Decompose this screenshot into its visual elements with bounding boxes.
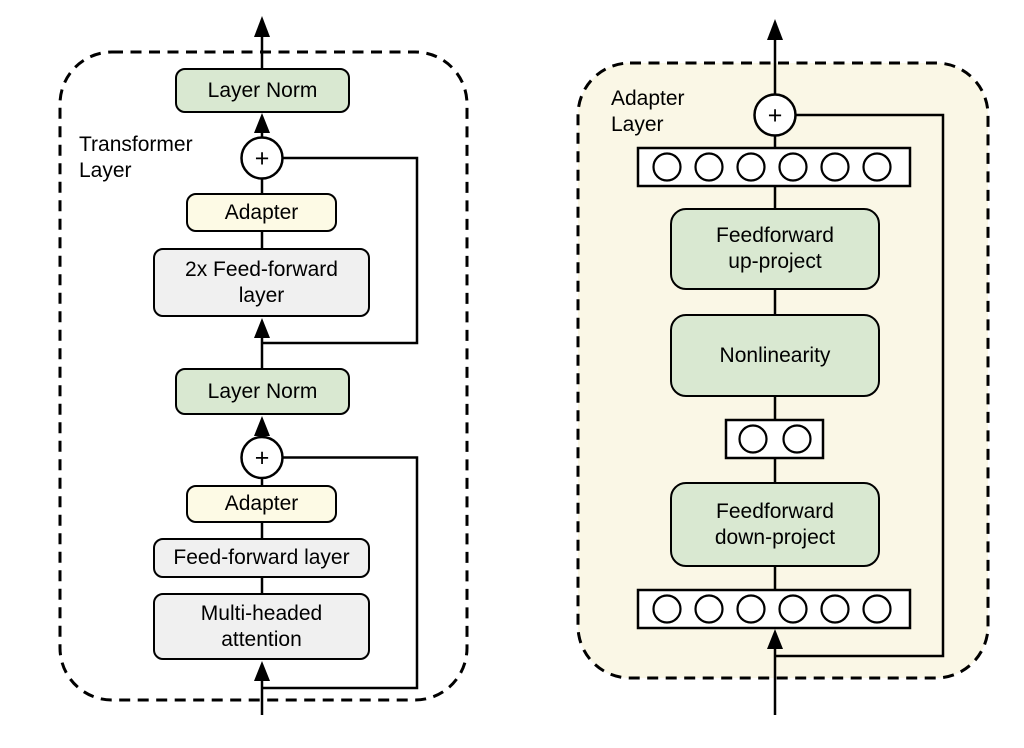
arrowhead-into-attention xyxy=(254,661,270,681)
feature-vector-bottom xyxy=(636,588,912,630)
nonlinearity-label: Nonlinearity xyxy=(719,343,831,367)
unit-circle xyxy=(694,594,724,624)
multi-headed-attention-label: Multi-headed attention xyxy=(200,601,323,651)
transformer-layer-label: Transformer Layer xyxy=(79,133,193,183)
layer-norm-bottom-box: Layer Norm xyxy=(175,368,350,415)
left-add-nodes: + + xyxy=(240,136,284,480)
adapter-top-box: Adapter xyxy=(186,193,337,232)
unit-circle xyxy=(820,152,850,182)
feedforward-2x-label: 2x Feed-forward layer xyxy=(185,257,338,307)
arrowhead-adapter-output xyxy=(767,19,783,40)
right-add-node: + xyxy=(753,93,797,137)
arrowhead-into-ff2x xyxy=(254,318,270,338)
adapter-bottom-box: Adapter xyxy=(186,485,337,523)
arrowhead-output xyxy=(254,16,270,37)
adapter-layer-label: Adapter Layer xyxy=(611,87,685,137)
right-arrowheads xyxy=(767,19,783,649)
unit-circle xyxy=(694,152,724,182)
adapter-bottom-label: Adapter xyxy=(224,492,299,516)
left-flow-lines xyxy=(260,33,419,715)
unit-circle xyxy=(652,594,682,624)
feedforward-down-project-label: Feedforward down-project xyxy=(714,499,836,549)
arrowhead-into-layernorm1 xyxy=(254,113,270,133)
unit-circle xyxy=(736,594,766,624)
feedforward-label: Feed-forward layer xyxy=(173,546,350,570)
layer-norm-top-label: Layer Norm xyxy=(207,78,318,102)
plus-sign-top: + xyxy=(255,145,270,173)
feature-vector-top xyxy=(636,146,912,188)
nonlinearity-box: Nonlinearity xyxy=(670,314,880,397)
feedforward-up-project-box: Feedforward up-project xyxy=(670,208,880,290)
skip-connection-top xyxy=(262,156,419,345)
plus-circle-bottom xyxy=(240,435,284,480)
feedforward-up-project-label: Feedforward up-project xyxy=(716,224,834,273)
unit-circle xyxy=(782,424,812,454)
plus-circle-top xyxy=(240,136,284,180)
multi-headed-attention-box: Multi-headed attention xyxy=(153,593,370,660)
plus-sign-adapter: + xyxy=(768,102,783,130)
unit-circle xyxy=(738,424,768,454)
layer-norm-bottom-label: Layer Norm xyxy=(207,379,318,403)
unit-circle xyxy=(862,594,892,624)
plus-sign-bottom: + xyxy=(255,444,270,472)
unit-circle xyxy=(820,594,850,624)
transformer-layer-boundary xyxy=(58,50,469,702)
adapter-top-label: Adapter xyxy=(224,200,299,224)
arrowhead-into-vec-bottom xyxy=(767,629,783,649)
unit-circle xyxy=(778,594,808,624)
feedforward-2x-box: 2x Feed-forward layer xyxy=(153,248,370,317)
feature-vector-bottleneck xyxy=(724,418,825,460)
unit-circle xyxy=(778,152,808,182)
unit-circle xyxy=(862,152,892,182)
adapter-skip-connection xyxy=(775,113,945,658)
unit-circle xyxy=(736,152,766,182)
plus-circle-adapter xyxy=(753,93,797,137)
right-flow-lines xyxy=(773,37,945,715)
feedforward-box: Feed-forward layer xyxy=(153,538,370,578)
layer-norm-top-box: Layer Norm xyxy=(175,68,350,113)
left-arrowheads xyxy=(254,16,270,681)
unit-circle xyxy=(652,152,682,182)
feedforward-down-project-box: Feedforward down-project xyxy=(670,482,880,567)
skip-connection-bottom xyxy=(262,456,419,690)
arrowhead-into-layernorm2 xyxy=(254,416,270,436)
